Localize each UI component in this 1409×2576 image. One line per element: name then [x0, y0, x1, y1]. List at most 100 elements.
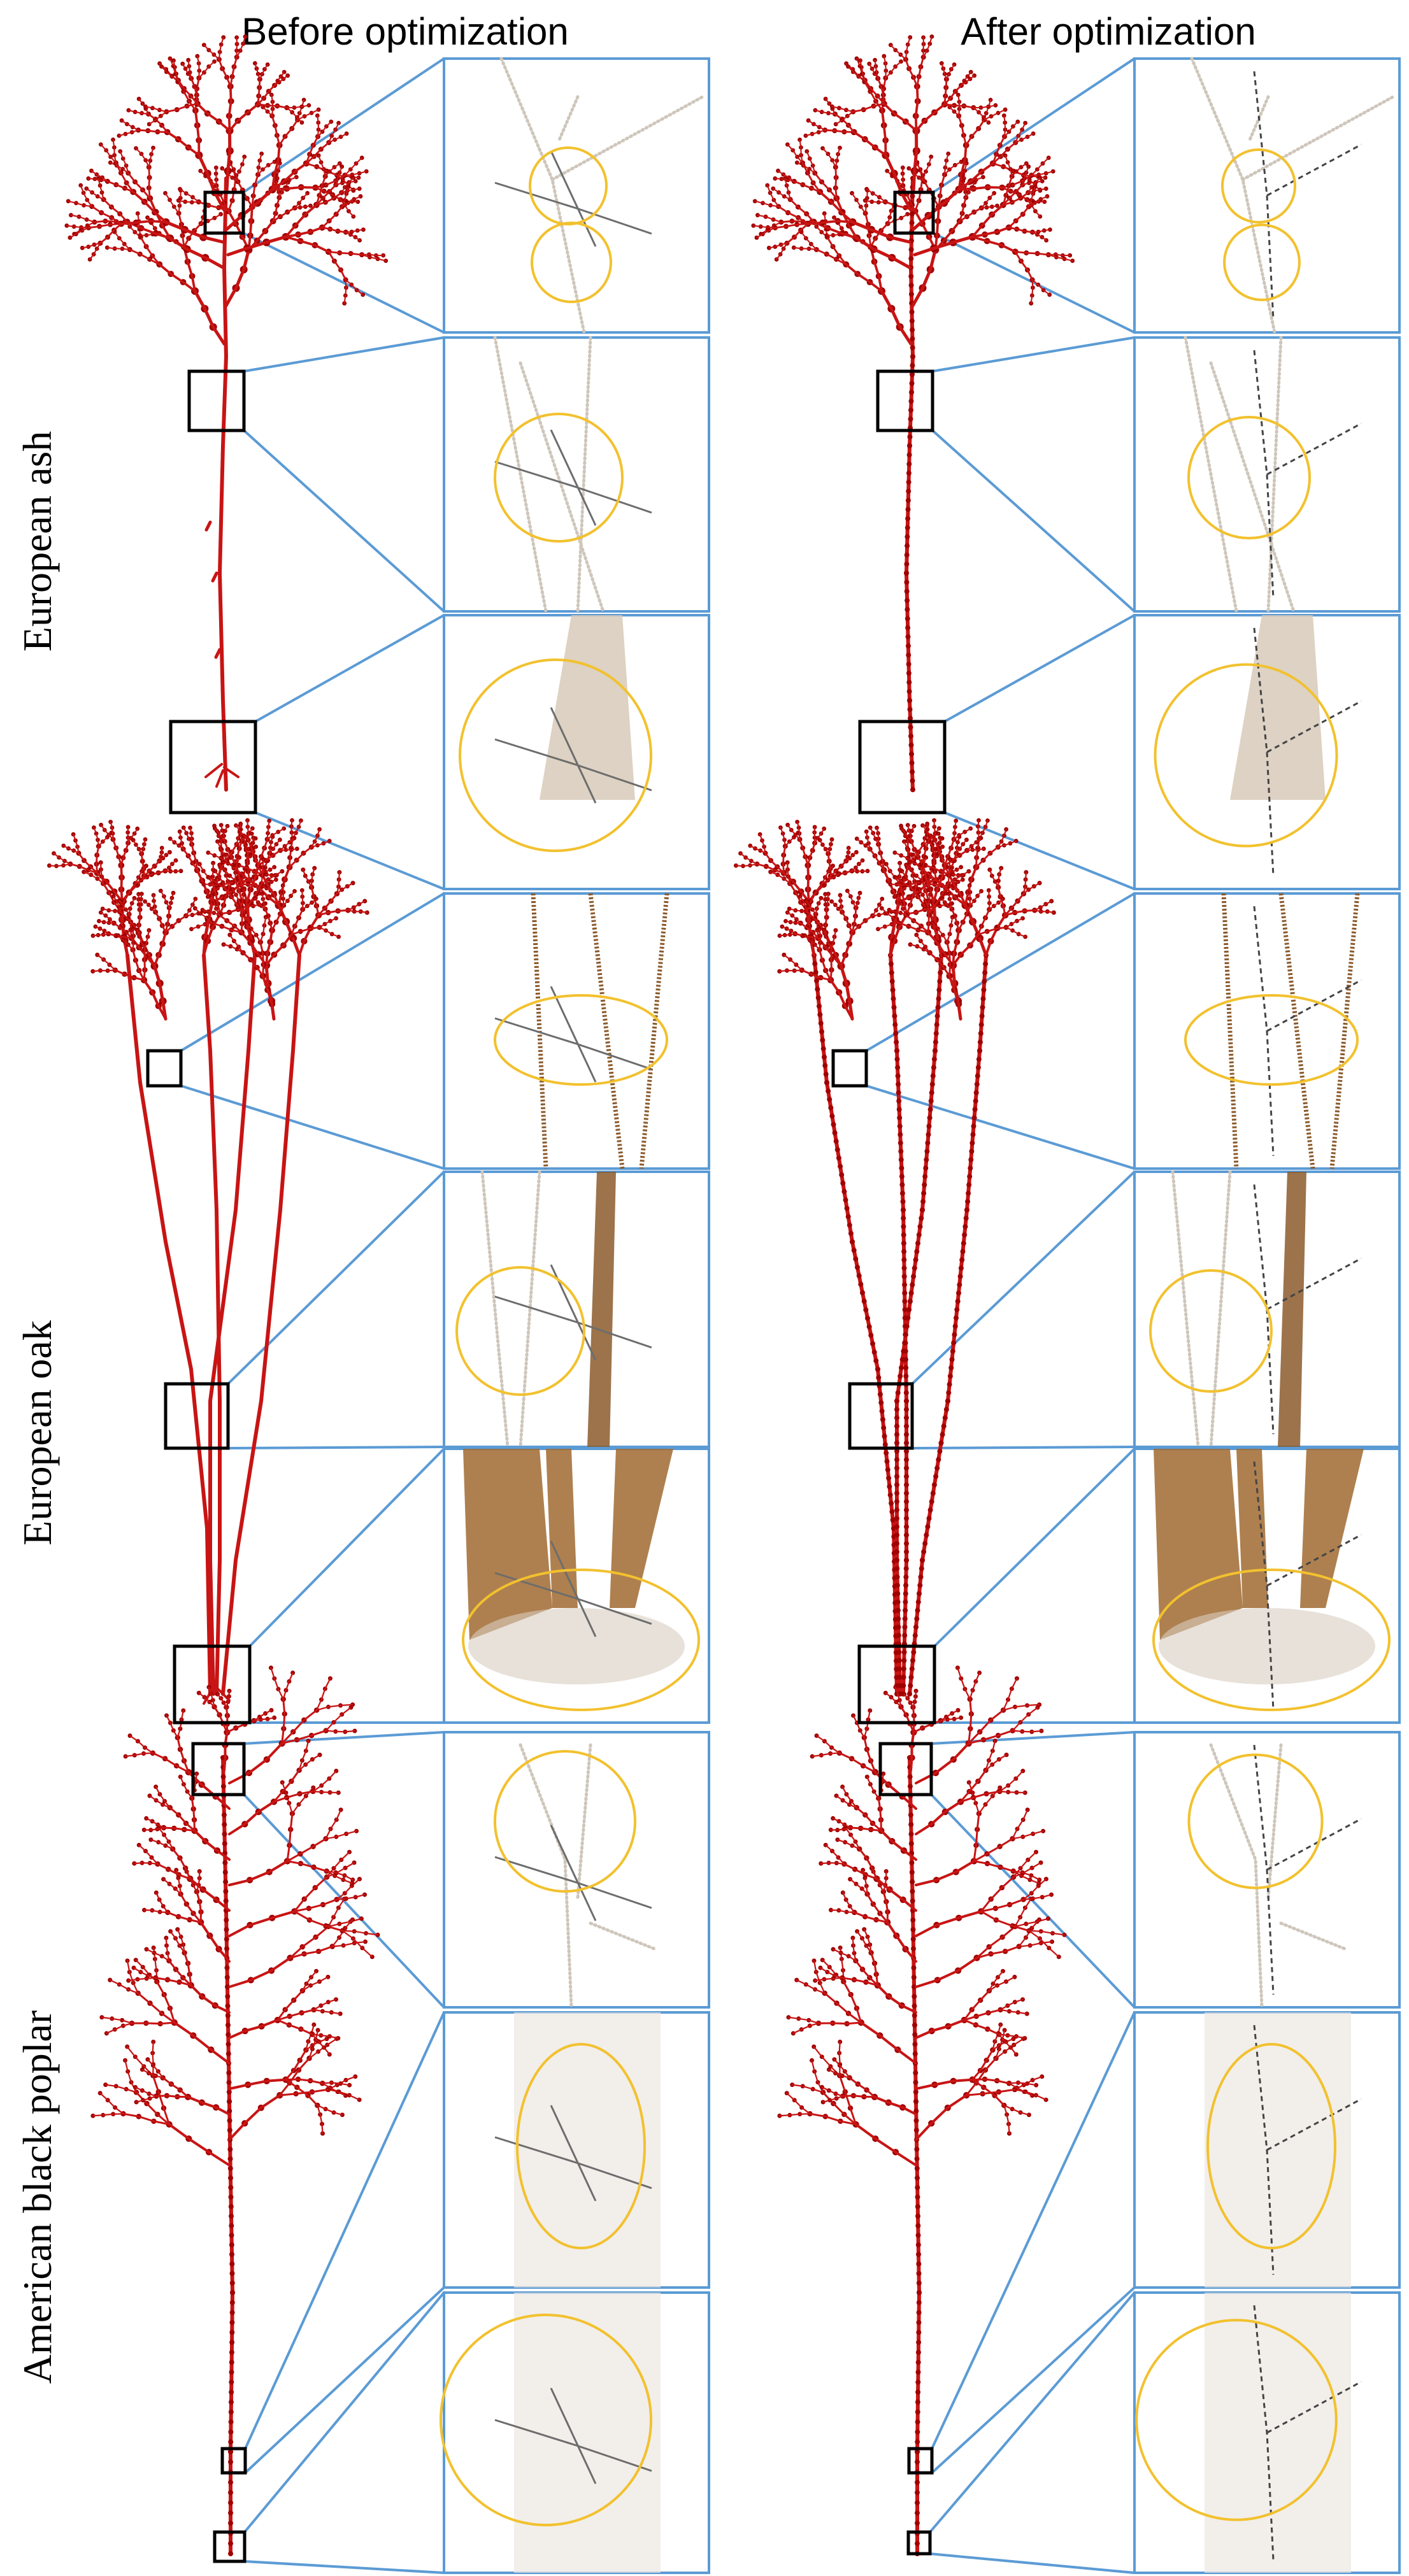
oak-after-branch	[829, 979, 854, 1020]
ash-before-branch	[225, 188, 275, 231]
poplar-after-branch	[1012, 1730, 1043, 1733]
point-cloud-trunk	[1184, 336, 1296, 613]
oak-trunk-1-after-node	[904, 1398, 909, 1404]
point-cloud-ground	[468, 1608, 685, 1684]
poplar-after-branch	[912, 1706, 915, 1733]
ash-root-artifacts	[204, 763, 240, 788]
ash-before-branch	[82, 242, 101, 249]
oak-trunk-0-before	[125, 953, 212, 1696]
oak-trunk-3-after-node	[896, 1658, 902, 1663]
ash-after-branch	[796, 162, 816, 174]
ash-trunk-after-node	[908, 408, 913, 413]
oak-after-branch	[787, 824, 801, 841]
oak-trunk-0-after-node	[840, 1180, 846, 1186]
oak-after-branch	[869, 827, 880, 845]
ash-after-branch	[824, 213, 828, 238]
oak-trunk-1-after-node	[903, 1607, 908, 1613]
oak-trunk-3-after-node	[923, 1165, 929, 1171]
oak-before-branch	[289, 846, 313, 869]
ash-after-branch	[835, 111, 854, 125]
oak-after-branch	[839, 894, 843, 913]
poplar-before-branch	[176, 1737, 190, 1774]
poplar-trunk-before-node	[228, 2551, 233, 2556]
poplar-before-branch	[313, 2009, 341, 2015]
poplar-before-branch	[145, 1948, 170, 1962]
ash-before-branch	[224, 248, 250, 308]
oak-trunk-3-after-node	[898, 1373, 903, 1379]
poplar-after-branch	[959, 1790, 1001, 1803]
poplar-trunk-after-node	[915, 2214, 920, 2219]
poplar-after-branch	[778, 2113, 811, 2117]
ash-trunk-after-node	[904, 561, 910, 567]
oak-trunk-1-after-node	[896, 1098, 902, 1104]
poplar-before-branch	[196, 1890, 202, 1923]
poplar-after-branch	[968, 1709, 1005, 1745]
ash-before-branch	[341, 188, 361, 194]
oak-after-branch	[877, 922, 900, 930]
oak-after-branch	[897, 894, 907, 916]
oak-after-branch	[907, 824, 912, 843]
oak-trunk-2-after-node	[910, 1658, 915, 1663]
ash-before-branch	[344, 171, 368, 176]
poplar-after-branch	[817, 2021, 862, 2025]
poplar-before-branch	[276, 1989, 304, 2021]
poplar-before-branch	[165, 1937, 170, 1962]
oak-after-branch	[955, 839, 968, 855]
oak-trunk-1-after-node	[892, 1013, 898, 1019]
ash-before-branch	[340, 199, 354, 218]
oak-before-branch	[110, 821, 114, 841]
ash-before-branch	[226, 235, 288, 257]
ash-after-branch	[855, 236, 912, 269]
poplar-before-branch	[166, 1911, 202, 1923]
poplar-before-branch	[158, 1827, 174, 1850]
noisy-skeleton	[494, 1541, 652, 1637]
oak-trunk-2-after-node	[924, 1532, 929, 1538]
poplar-trunk-before-node	[224, 1918, 229, 1923]
oak-after-branch	[997, 840, 1017, 848]
oak-after-branch	[1004, 909, 1036, 916]
oak-after-branch	[888, 909, 907, 916]
oak-before-branch	[301, 889, 304, 911]
poplar-trunk-after-node	[908, 1832, 914, 1837]
ash-before-branch	[132, 190, 168, 224]
oak-trunk-0-after-node	[880, 1416, 885, 1422]
oak-trunk-3-after-node	[904, 1323, 910, 1329]
poplar-trunk-after-node	[917, 2290, 922, 2295]
ash-after-branch	[980, 192, 995, 209]
ash-after-branch	[973, 104, 996, 109]
ash-after-branch	[784, 178, 791, 201]
ash-after-branch	[845, 263, 883, 292]
zoom-detail-panels	[440, 57, 1401, 2574]
poplar-after-branch	[873, 2095, 917, 2116]
poplar-trunk-after-node	[912, 2013, 917, 2018]
oak-trunk-3-after-node	[938, 970, 943, 976]
panel-ash-3-after-connector-top	[944, 614, 1135, 723]
ash-before-branch	[121, 120, 139, 131]
ash-before-branch	[344, 157, 363, 176]
ash-after-branch	[812, 220, 858, 239]
ash-after-branch	[915, 103, 946, 132]
oak-before-branch	[127, 828, 138, 844]
ash-after-branch	[943, 78, 948, 106]
ash-before-branch	[103, 198, 129, 223]
oak-before-branch	[261, 974, 275, 1020]
oak-after-branch	[966, 837, 982, 851]
poplar-before-branch	[168, 1960, 192, 1986]
ash-after-branch	[957, 162, 994, 191]
poplar-after-branch	[855, 1807, 882, 1832]
panel-ash-3-before-connector-bottom	[255, 811, 445, 890]
oak-after-branch	[827, 839, 833, 855]
poplar-before-branch	[228, 1910, 296, 1937]
ash-after-branch	[916, 163, 926, 183]
oak-after-branch	[799, 922, 819, 939]
poplar-after-branch	[915, 2078, 974, 2090]
oak-after-branch	[901, 827, 912, 843]
ash-before-branch	[197, 153, 226, 212]
column-title-before: Before optimization	[241, 10, 569, 53]
poplar-after-branch	[811, 1752, 840, 1758]
poplar-after-branch	[963, 2019, 1000, 2035]
poplar-after-branch	[1012, 1830, 1044, 1840]
oak-trunk-2-after-node	[922, 1541, 928, 1546]
tree-european-ash-before	[64, 34, 389, 792]
poplar-after-branch	[973, 1837, 1013, 1862]
